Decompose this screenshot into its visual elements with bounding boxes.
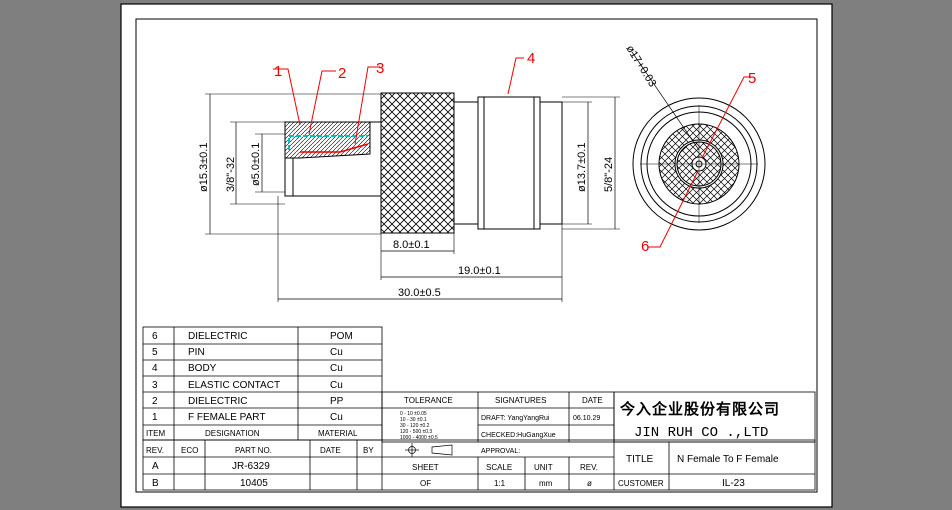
title-block-grid <box>142 391 816 491</box>
dielectric-layer <box>288 135 368 150</box>
customer-value: IL-23 <box>722 478 745 489</box>
rev-header-part: PART NO. <box>235 446 272 455</box>
unit-value: mm <box>539 479 553 488</box>
rev-row-a-part: JR-6329 <box>232 461 270 472</box>
callout-6: 6 <box>641 238 649 255</box>
dim-thread-5-8: 5/8"-24 <box>603 157 615 192</box>
title-value: N Female To F Female <box>677 454 779 465</box>
rev-header-by: BY <box>363 446 374 455</box>
callout-1: 1 <box>274 63 282 80</box>
bom-item: 1 <box>152 412 158 423</box>
rev-header-eco: ECO <box>181 446 198 455</box>
dim-thread-3-8: 3/8"-32 <box>225 157 237 192</box>
dim-length-30-0: 30.0±0.5 <box>398 287 441 299</box>
knurled-nut <box>380 92 455 234</box>
checked-signature: CHECKED:HuGangXue <box>481 432 556 439</box>
bom-designation: BODY <box>188 363 217 374</box>
bom-material: PP <box>330 396 344 407</box>
tolerance-table: 0 - 10 ±0.05 10 - 30 ±0.1 30 - 120 ±0.2 … <box>400 411 438 441</box>
dim-diameter-15-3: ø15.3±0.1 <box>198 143 210 192</box>
rev-row-b-part: 10405 <box>240 478 268 489</box>
bom-designation: F FEMALE PART <box>188 412 265 423</box>
dim-length-19-0: 19.0±0.1 <box>458 265 501 277</box>
rev-label: REV. <box>580 463 598 472</box>
dim-length-8-0: 8.0±0.1 <box>393 239 430 251</box>
dim-diameter-5-0: ø5.0±0.1 <box>250 143 262 186</box>
callout-3: 3 <box>376 60 384 77</box>
threaded-body <box>477 96 541 230</box>
scale-value: 1:1 <box>494 479 506 488</box>
company-name-en: JIN RUH CO .,LTD <box>634 425 768 441</box>
rev-value: ø <box>587 479 592 488</box>
approval-signature: APPROVAL: <box>481 448 520 455</box>
tolerance-label: TOLERANCE <box>404 396 453 405</box>
bom-designation: DIELECTRIC <box>188 396 247 407</box>
sheet-value: OF <box>420 479 431 488</box>
bom-material: Cu <box>330 380 343 391</box>
rev-header-date: DATE <box>320 446 341 455</box>
bom-header-designation: DESIGNATION <box>205 429 260 438</box>
callout-5: 5 <box>748 70 756 87</box>
unit-label: UNIT <box>534 463 553 472</box>
bom-designation: PIN <box>188 347 205 358</box>
rev-row-a: A <box>152 461 159 472</box>
bom-rows: 6 DIELECTRIC POM 5 PIN Cu 4 BODY Cu 3 EL… <box>146 331 358 438</box>
title-label: TITLE <box>626 454 654 465</box>
rev-header-rev: REV. <box>146 446 164 455</box>
company-name-cn: 今入企业股份有限公司 <box>619 400 780 418</box>
bom-item: 3 <box>152 380 158 391</box>
date-label: DATE <box>582 396 603 405</box>
draft-signature: DRAFT: YangYangRui <box>481 415 550 422</box>
bom-designation: DIELECTRIC <box>188 331 247 342</box>
callout-leaders <box>273 57 754 248</box>
bom-material: POM <box>330 331 353 342</box>
bom-header-item: ITEM <box>146 429 165 438</box>
svg-text:30 - 120 ±0.2: 30 - 120 ±0.2 <box>400 423 430 429</box>
dim-diameter-13-7: ø13.7±0.1 <box>576 143 588 192</box>
draft-date: 06.10.29 <box>573 415 600 422</box>
customer-label: CUSTOMER <box>618 479 664 488</box>
svg-text:120 - 500 ±0.3: 120 - 500 ±0.3 <box>400 429 432 435</box>
sheet-label: SHEET <box>412 463 439 472</box>
bom-designation: ELASTIC CONTACT <box>188 380 280 391</box>
bom-item: 4 <box>152 363 158 374</box>
rev-row-b: B <box>152 478 159 489</box>
callout-2: 2 <box>338 65 346 82</box>
front-view <box>631 51 766 231</box>
bom-material: Cu <box>330 363 343 374</box>
bom-material: Cu <box>330 412 343 423</box>
svg-text:0 - 10 ±0.05: 0 - 10 ±0.05 <box>400 411 427 417</box>
bom-material: Cu <box>330 347 343 358</box>
scale-label: SCALE <box>486 463 512 472</box>
bom-item: 5 <box>152 347 158 358</box>
bom-item: 2 <box>152 396 158 407</box>
projection-symbol-icon <box>405 443 453 457</box>
svg-text:1000 - 4000 ±0.5: 1000 - 4000 ±0.5 <box>400 435 438 441</box>
svg-text:10 - 30 ±0.1: 10 - 30 ±0.1 <box>400 417 427 423</box>
bom-grid <box>142 326 383 441</box>
bom-item: 6 <box>152 331 158 342</box>
body-step <box>453 101 479 225</box>
elastic-contact <box>300 143 369 153</box>
bom-header-material: MATERIAL <box>318 429 358 438</box>
side-view <box>205 92 620 302</box>
callout-4: 4 <box>527 50 535 67</box>
signatures-label: SIGNATURES <box>495 396 546 405</box>
